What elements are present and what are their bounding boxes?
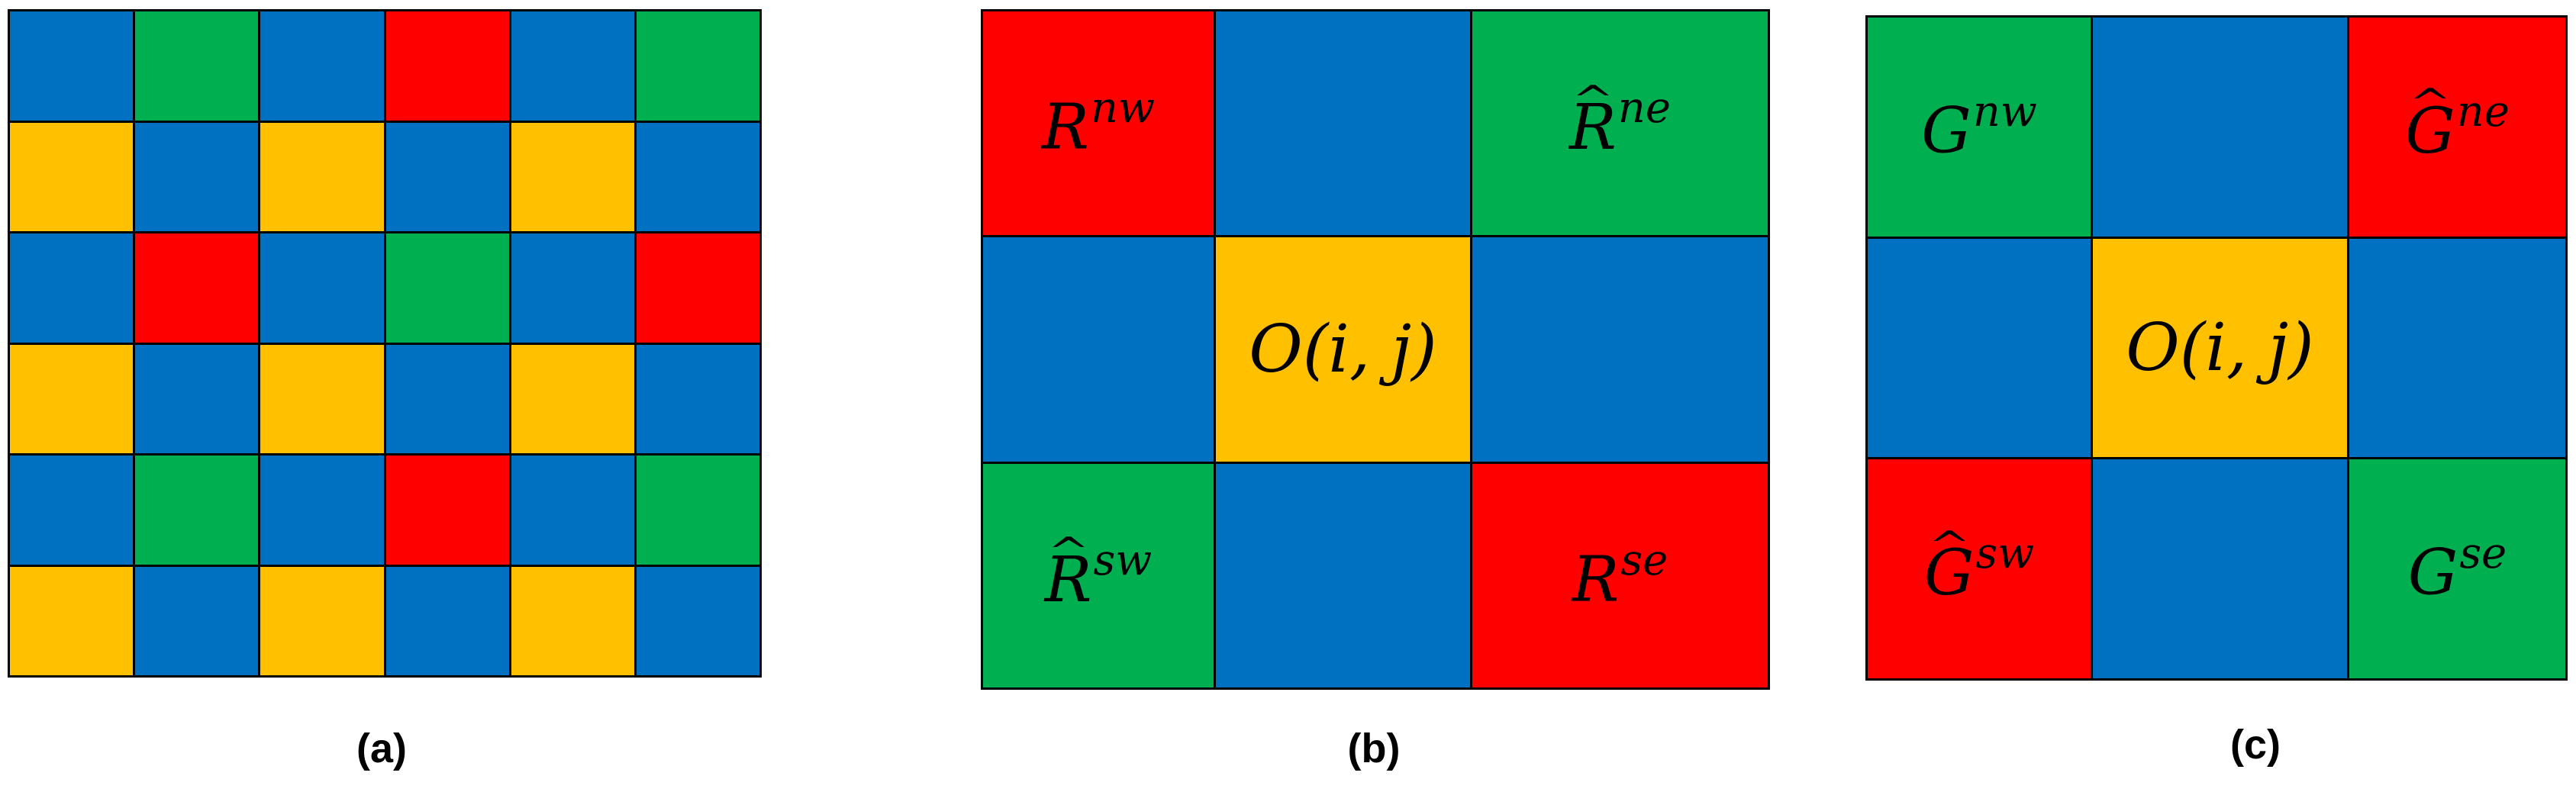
mosaic-cell-blue xyxy=(135,344,259,453)
mosaic-cell-yellow xyxy=(10,122,134,231)
mosaic-cell-yellow xyxy=(260,122,384,231)
mosaic-cell-blue xyxy=(636,566,759,675)
panel-b-label-base: O(i, j) xyxy=(1249,311,1437,388)
mosaic-cell-red xyxy=(385,11,509,121)
mosaic-cell-yellow xyxy=(511,344,634,453)
panel-c-label-base: G xyxy=(1924,542,1975,605)
panel-b-cell-nw: Rnw xyxy=(983,11,1214,236)
panel-c-label-ne: Gne xyxy=(2405,90,2510,163)
mosaic-cell-blue xyxy=(135,566,259,675)
panel-c-label-base: O(i, j) xyxy=(2126,309,2314,386)
mosaic-cell-red xyxy=(135,233,259,343)
mosaic-cell-blue xyxy=(511,233,634,343)
panel-c-label-superscript: se xyxy=(2459,529,2507,579)
panel-c-label-se: Gse xyxy=(2408,533,2507,605)
panel-b-label-base: R xyxy=(1572,543,1620,617)
panel-c-cell-center: O(i, j) xyxy=(2093,238,2347,458)
panel-b-label-base: R xyxy=(1569,97,1617,159)
mosaic-cell-green xyxy=(385,233,509,343)
mosaic-cell-blue xyxy=(636,344,759,453)
mosaic-cell-blue xyxy=(636,122,759,231)
caption-a: (a) xyxy=(356,726,407,771)
panel-a-grid xyxy=(8,9,762,678)
panel-c-cell-nw: Gnw xyxy=(1868,18,2091,237)
mosaic-cell-blue xyxy=(10,11,134,121)
panel-b-cell-sw: Rsw xyxy=(983,463,1214,687)
panel-c-label-base: G xyxy=(1921,95,1971,168)
panel-c-cell-blank xyxy=(2349,238,2565,458)
mosaic-cell-green xyxy=(636,456,759,565)
mosaic-cell-green xyxy=(636,11,759,121)
panel-b-label-ne: Rne xyxy=(1569,87,1671,159)
mosaic-cell-yellow xyxy=(260,344,384,453)
mosaic-cell-blue xyxy=(385,122,509,231)
mosaic-cell-blue xyxy=(260,11,384,121)
panel-b-label-center: O(i, j) xyxy=(1249,317,1436,382)
panel-b-label-base: R xyxy=(1042,92,1089,165)
panel-c-label-base: G xyxy=(2405,100,2455,163)
panel-b-label-superscript: ne xyxy=(1617,83,1671,134)
mosaic-cell-yellow xyxy=(10,566,134,675)
panel-b-cell-blank xyxy=(983,237,1214,462)
mosaic-cell-blue xyxy=(260,233,384,343)
panel-c-cell-ne: Gne xyxy=(2349,18,2565,237)
mosaic-cell-blue xyxy=(135,122,259,231)
mosaic-cell-blue xyxy=(10,456,134,565)
panel-c-label-base: G xyxy=(2407,537,2458,610)
panel-c-label-superscript: sw xyxy=(1975,529,2035,579)
panel-c-cell-blank xyxy=(2093,459,2347,678)
panel-b-cell-se: Rse xyxy=(1472,463,1768,687)
panel-c-cell-se: Gse xyxy=(2349,459,2565,678)
panel-b-cell-blank xyxy=(1216,11,1470,236)
panel-c-cell-blank xyxy=(1868,238,2091,458)
mosaic-cell-yellow xyxy=(10,344,134,453)
panel-b-cell-center: O(i, j) xyxy=(1216,237,1470,462)
mosaic-cell-blue xyxy=(511,11,634,121)
panel-c-label-superscript: nw xyxy=(1972,86,2037,137)
mosaic-cell-blue xyxy=(511,456,634,565)
panel-b-cell-blank xyxy=(1216,463,1470,687)
panel-c-label-sw: Gsw xyxy=(1924,533,2034,605)
panel-b-cell-ne: Rne xyxy=(1472,11,1768,236)
panel-b-label-base: R xyxy=(1045,549,1092,612)
panel-b-label-superscript: sw xyxy=(1093,535,1153,585)
panel-c-cell-blank xyxy=(2093,18,2347,237)
panel-c-label-center: O(i, j) xyxy=(2126,315,2313,381)
mosaic-cell-blue xyxy=(10,233,134,343)
mosaic-cell-yellow xyxy=(260,566,384,675)
mosaic-cell-red xyxy=(385,456,509,565)
mosaic-cell-blue xyxy=(385,566,509,675)
mosaic-cell-red xyxy=(636,233,759,343)
caption-c: (c) xyxy=(2230,722,2281,768)
mosaic-cell-blue xyxy=(260,456,384,565)
panel-b-label-se: Rse xyxy=(1572,539,1668,612)
caption-b: (b) xyxy=(1347,726,1401,771)
mosaic-cell-green xyxy=(135,11,259,121)
panel-b-cell-blank xyxy=(1472,237,1768,462)
mosaic-cell-green xyxy=(135,456,259,565)
panel-b-label-superscript: se xyxy=(1620,535,1668,585)
panel-c-label-superscript: ne xyxy=(2456,86,2510,137)
panel-c-cell-sw: Gsw xyxy=(1868,459,2091,678)
mosaic-cell-blue xyxy=(385,344,509,453)
mosaic-cell-yellow xyxy=(511,566,634,675)
panel-b-label-superscript: nw xyxy=(1090,83,1155,134)
mosaic-cell-yellow xyxy=(511,122,634,231)
panel-b-label-sw: Rsw xyxy=(1045,539,1152,612)
panel-b-label-nw: Rnw xyxy=(1042,87,1155,159)
panel-c-label-nw: Gnw xyxy=(1921,90,2037,163)
